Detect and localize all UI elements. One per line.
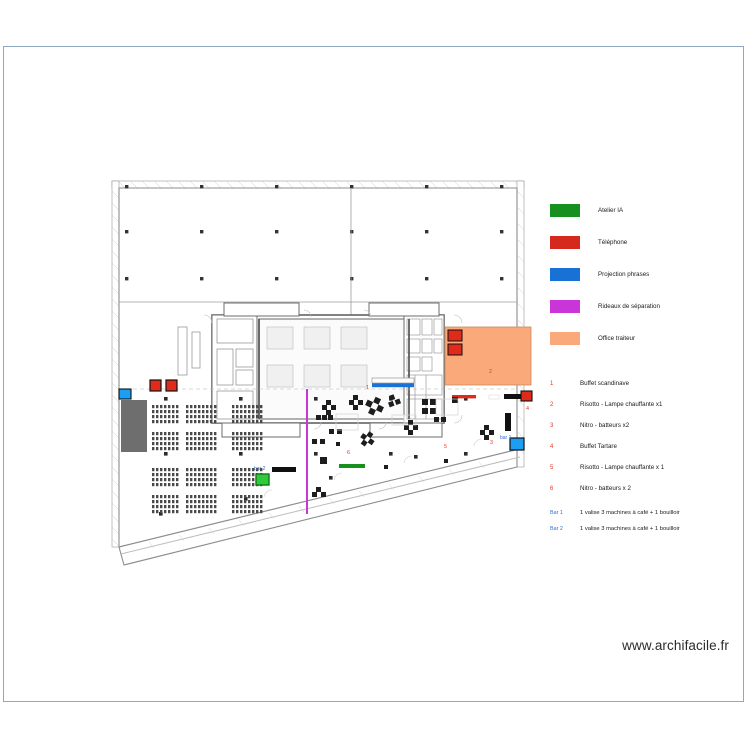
svg-text:4: 4 [526, 406, 529, 412]
atelier-ia-marker-bar2[interactable] [255, 473, 270, 486]
legend-swatch-telephone [550, 235, 580, 249]
upper-floor-gridlines [119, 188, 517, 315]
west-annex [177, 326, 201, 376]
exterior-wall-right [516, 180, 525, 468]
legend-num-3: 3 [550, 422, 554, 429]
door-swings [203, 309, 463, 430]
legend-row-6[interactable]: 6 Nitro - batteurs x 2 [550, 478, 740, 499]
legend-label-5: Risotto - Lampe chauffante x 1 [580, 464, 665, 471]
projection-marker-stage[interactable] [118, 388, 132, 400]
telephone-markers-office[interactable] [447, 329, 463, 356]
seating-block-1 [152, 405, 263, 424]
legend-row-4[interactable]: 4 Buffet Tartare [550, 436, 740, 457]
legend-label-atelier-ia: Atelier IA [598, 206, 624, 214]
watermark: www.archifacile.fr [622, 638, 729, 653]
legend-row-office-traiteur[interactable]: Office traiteur [550, 327, 740, 349]
legend-swatch-atelier-ia [550, 203, 580, 217]
core-top-rooms [223, 302, 440, 317]
legend-swatch-office-traiteur [550, 331, 580, 345]
floor-plan-drawing[interactable]: 1 2 3 4 5 6 bar 2 bar 1 [104, 167, 544, 587]
svg-text:5: 5 [444, 444, 447, 450]
legend-label-6: Nitro - batteurs x 2 [580, 485, 631, 492]
legend-label-projection-phrases: Projection phrases [598, 270, 650, 278]
buffet-strips[interactable] [452, 390, 533, 402]
legend-label-4: Buffet Tartare [580, 443, 617, 450]
legend-swatch-rideaux-de-separation [550, 299, 580, 313]
legend-panel: Atelier IA Téléphone Projection phrases … [550, 199, 740, 537]
legend-key-bar-2: Bar 2 [550, 526, 563, 532]
projection-marker-east[interactable] [509, 437, 525, 451]
exterior-wall-top [111, 180, 525, 189]
legend-label-bar-2: 1 valise 3 machines à café + 1 bouilloir [580, 526, 680, 532]
legend-num-4: 4 [550, 443, 554, 450]
svg-text:6: 6 [347, 450, 350, 456]
exterior-wall-left [111, 180, 120, 548]
atelier-ia-strip[interactable] [339, 464, 365, 468]
cocktail-tables[interactable] [312, 393, 494, 497]
stage-block[interactable] [121, 400, 147, 452]
legend-row-projection-phrases[interactable]: Projection phrases [550, 263, 740, 285]
legend-row-3[interactable]: 3 Nitro - batteurs x2 [550, 415, 740, 436]
legend-label-3: Nitro - batteurs x2 [580, 422, 630, 429]
central-core[interactable] [211, 314, 445, 424]
seating-block-2 [152, 432, 263, 451]
legend-label-office-traiteur: Office traiteur [598, 334, 636, 342]
south-diagonal-wall [118, 448, 521, 555]
legend-row-rideaux-de-separation[interactable]: Rideaux de séparation [550, 295, 740, 317]
legend-num-6: 6 [550, 485, 554, 492]
legend-label-2: Risotto - Lampe chauffante x1 [580, 401, 663, 408]
service-counters[interactable] [272, 413, 511, 472]
telephone-markers-left[interactable] [149, 379, 178, 392]
legend-num-2: 2 [550, 401, 554, 408]
legend-row-bar-2[interactable]: Bar 2 1 valise 3 machines à café + 1 bou… [550, 521, 740, 537]
legend-row-atelier-ia[interactable]: Atelier IA [550, 199, 740, 221]
legend-label-rideaux-de-separation: Rideaux de séparation [598, 302, 660, 310]
legend-swatch-projection-phrases [550, 267, 580, 281]
legend-num-5: 5 [550, 464, 554, 471]
svg-text:bar 1: bar 1 [500, 435, 512, 441]
auditorium-seating[interactable] [152, 405, 263, 514]
projection-phrases-screen[interactable] [371, 377, 415, 388]
svg-text:bar 2: bar 2 [254, 466, 266, 472]
numeric-callouts: 1 2 3 4 5 6 [347, 369, 529, 456]
ghost-furniture [335, 398, 459, 431]
legend-row-5[interactable]: 5 Risotto - Lampe chauffante x 1 [550, 457, 740, 478]
legend-row-telephone[interactable]: Téléphone [550, 231, 740, 253]
column-grid-upper [125, 185, 504, 281]
bar-callouts: bar 2 bar 1 [254, 435, 512, 472]
legend-num-1: 1 [550, 380, 554, 387]
floor-plan[interactable]: 1 2 3 4 5 6 bar 2 bar 1 [104, 167, 544, 587]
diagonal-door-swings [263, 438, 483, 498]
legend-row-2[interactable]: 2 Risotto - Lampe chauffante x1 [550, 394, 740, 415]
legend-label-bar-1: 1 valise 3 machines à café + 1 bouilloir [580, 510, 680, 516]
svg-text:2: 2 [489, 369, 492, 375]
legend-row-bar-1[interactable]: Bar 1 1 valise 3 machines à café + 1 bou… [550, 505, 740, 521]
seating-block-4 [152, 495, 263, 514]
legend-key-bar-1: Bar 1 [550, 510, 563, 516]
page-frame: 1 2 3 4 5 6 bar 2 bar 1 At [3, 46, 744, 702]
svg-text:1: 1 [366, 385, 369, 391]
legend-row-1[interactable]: 1 Buffet scandinave [550, 373, 740, 394]
seating-block-3 [152, 468, 263, 487]
svg-text:3: 3 [490, 440, 493, 446]
legend-label-telephone: Téléphone [598, 238, 628, 246]
legend-label-1: Buffet scandinave [580, 380, 630, 387]
